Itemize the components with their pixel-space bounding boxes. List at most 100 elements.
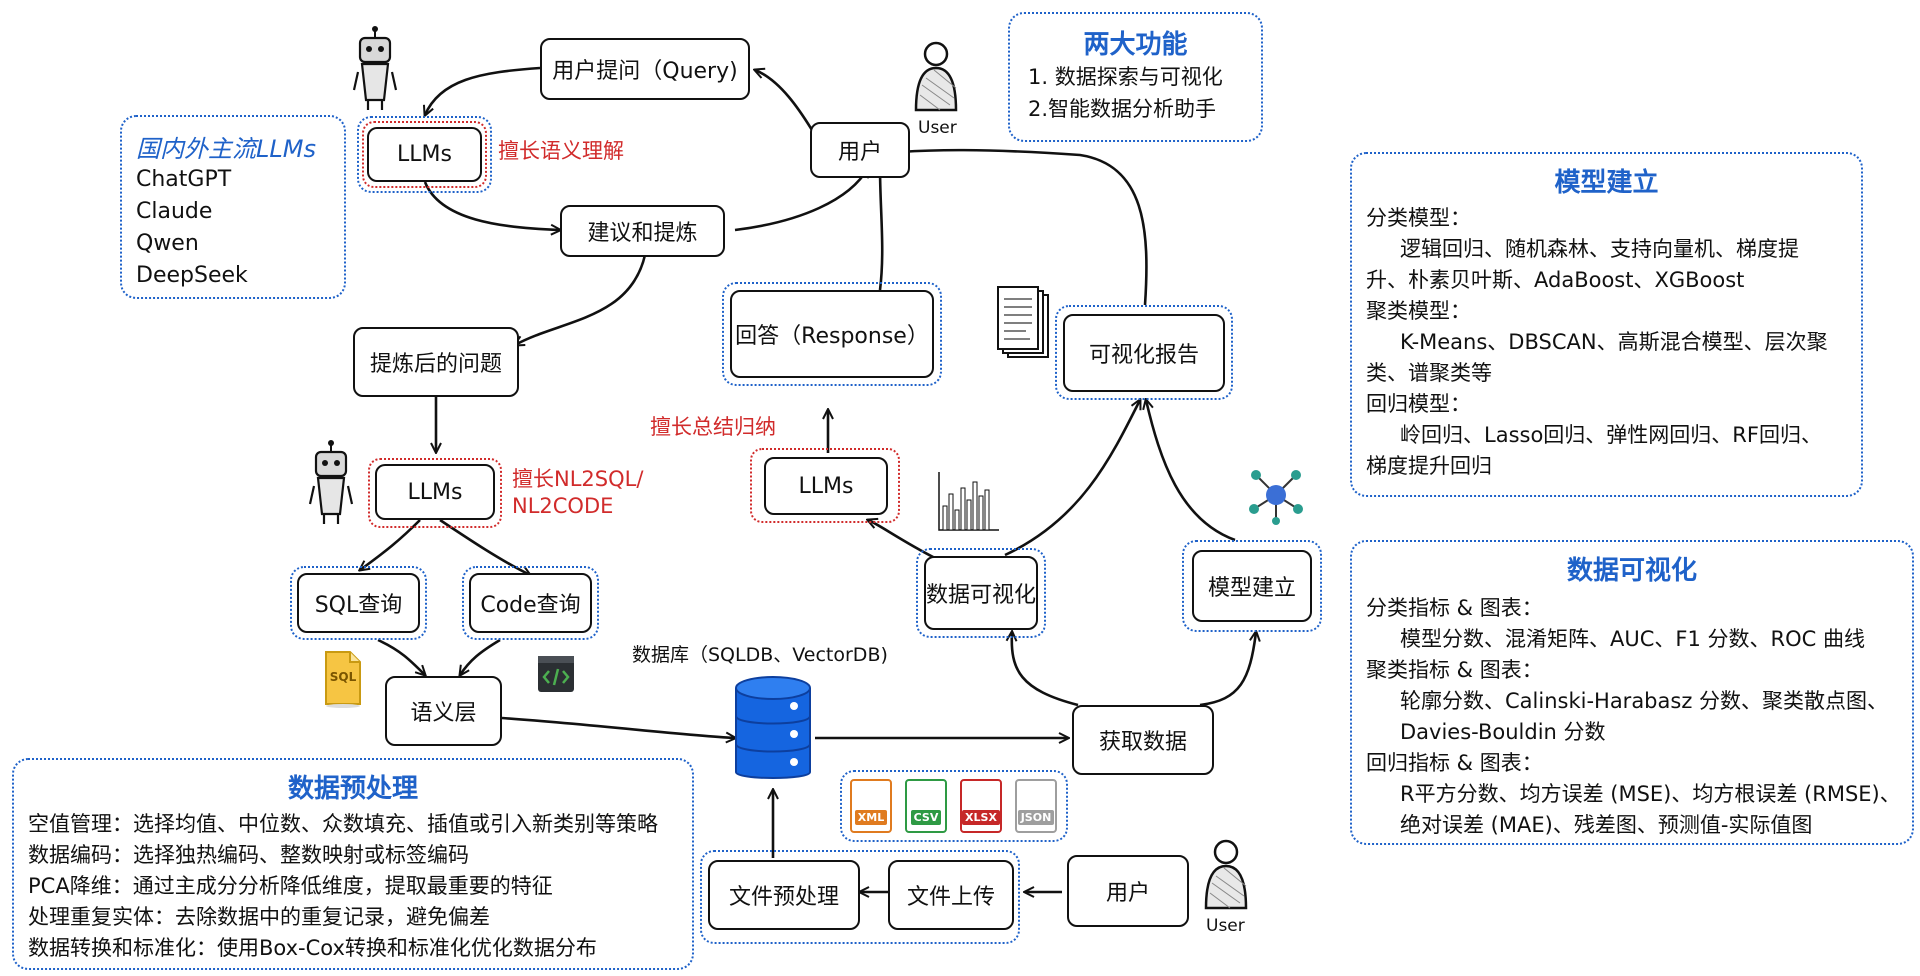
arrow-user-to-query [755, 70, 817, 136]
file-xml-icon: XML [850, 779, 892, 833]
file-xlsx-icon: XLSX [960, 779, 1002, 833]
ring-report [1055, 305, 1233, 400]
panel-line: 分类模型： [1366, 206, 1471, 230]
arrow-suggest-to-refined [515, 254, 647, 345]
llms-item: Claude [136, 199, 213, 224]
llms-item: ChatGPT [136, 167, 232, 192]
functions-panel: 两大功能 1. 数据探索与可视化 2.智能数据分析助手 [1008, 12, 1263, 142]
llms-panel-title: 国内外主流LLMs [136, 135, 316, 163]
model-node[interactable]: 模型建立 [1192, 550, 1312, 622]
file-preprocess-node[interactable]: 文件预处理 [708, 860, 860, 930]
preprocess-panel-title: 数据预处理 [287, 774, 418, 804]
code-terminal-icon [538, 656, 574, 692]
fetch-node[interactable]: 获取数据 [1072, 705, 1214, 775]
model-panel-lines: 分类模型： 逻辑回归、随机森林、支持向量机、梯度提升、朴素贝叶斯、AdaBoost… [1366, 203, 1847, 482]
arrow-code-to-semantic [460, 638, 501, 675]
panel-line: 处理重复实体：去除数据中的重复记录，避免偏差 [28, 905, 490, 929]
file-type-label: CSV [910, 810, 942, 825]
suggest-node[interactable]: 建议和提炼 [560, 205, 725, 257]
user-label-bottom: User [1206, 916, 1245, 936]
panel-line: R平方分数、均方误差 (MSE)、均方根误差 (RMSE)、 [1400, 782, 1901, 806]
llms-panel: 国内外主流LLMs ChatGPT Claude Qwen DeepSeek [120, 115, 346, 299]
file-type-label: XLSX [962, 810, 1000, 825]
ring-llms-top [357, 116, 492, 193]
arrow-sql-to-semantic [377, 638, 425, 675]
arrow-suggest-to-user [734, 168, 868, 232]
model-panel: 模型建立 分类模型： 逻辑回归、随机森林、支持向量机、梯度提升、朴素贝叶斯、Ada… [1350, 152, 1863, 497]
robot-icon [352, 26, 398, 110]
ring-response [722, 282, 942, 386]
panel-line: 分类指标 & 图表： [1366, 596, 1543, 620]
file-csv-icon: CSV [905, 779, 947, 833]
refined-node[interactable]: 提炼后的问题 [353, 327, 519, 397]
panel-line: 岭回归、Lasso回归、弹性网回归、RF回归、 [1400, 423, 1822, 447]
dataviz-node[interactable]: 数据可视化 [924, 556, 1038, 630]
database-label: 数据库（SQLDB、VectorDB) [632, 644, 888, 666]
panel-line: Davies-Bouldin 分数 [1400, 720, 1606, 744]
panel-line: PCA降维：通过主成分分析降低维度，提取最重要的特征 [28, 874, 553, 898]
llms-item: DeepSeek [136, 263, 248, 288]
semantic-skill-note: 擅长语义理解 [498, 139, 624, 163]
arrow-semantic-to-db [501, 716, 735, 738]
sql-file-label: SQL [329, 670, 357, 684]
arrow-dataviz-to-report [1004, 400, 1140, 557]
nl2sql-note-line1: 擅长NL2SQL/ [512, 467, 644, 491]
panel-line: 空值管理：选择均值、中位数、众数填充、插值或引入新类别等策略 [28, 812, 658, 836]
function-item: 1. 数据探索与可视化 [1028, 65, 1223, 89]
panel-line: 模型分数、混淆矩阵、AUC、F1 分数、ROC 曲线 [1400, 627, 1865, 651]
arrow-response-to-user [880, 168, 882, 291]
functions-panel-title: 两大功能 [1083, 30, 1188, 60]
panel-line: 梯度提升回归 [1366, 454, 1492, 478]
database-icon [735, 676, 811, 779]
response-node[interactable]: 回答（Response） [730, 290, 934, 378]
bar-chart-icon [938, 472, 999, 531]
sql-file-icon: SQL [322, 650, 364, 708]
panel-line: 类、谱聚类等 [1366, 361, 1492, 385]
file-types-box [840, 770, 1068, 842]
llms-resp-node[interactable]: LLMs [764, 457, 888, 515]
ring-llms-resp [750, 448, 900, 523]
query-node[interactable]: 用户提问（Query) [540, 38, 750, 100]
panel-line: 轮廓分数、Calinski-Harabasz 分数、聚类散点图、 [1400, 689, 1889, 713]
panel-line: 升、朴素贝叶斯、AdaBoost、XGBoost [1366, 268, 1745, 292]
sql-query-node[interactable]: SQL查询 [297, 573, 420, 633]
nl2sql-note-line2: NL2CODE [512, 494, 614, 518]
panel-line: 回归模型： [1366, 392, 1471, 416]
panel-line: 数据转换和标准化：使用Box-Cox转换和标准化优化数据分布 [28, 936, 597, 960]
panel-line: K-Means、DBSCAN、高斯混合模型、层次聚 [1400, 330, 1828, 354]
summarize-note: 擅长总结归纳 [650, 415, 776, 439]
llms-mid-node[interactable]: LLMs [375, 464, 495, 520]
network-graph-icon [1249, 470, 1303, 525]
arrow-llms-to-sql [360, 519, 421, 570]
arrow-report-to-user [900, 150, 1148, 306]
ring-upload [700, 850, 1020, 944]
ring-dataviz [916, 548, 1046, 638]
preprocess-panel-lines: 空值管理：选择均值、中位数、众数填充、插值或引入新类别等策略数据编码：选择独热编… [28, 809, 678, 964]
ring-llms-top-red [362, 121, 487, 188]
file-upload-node[interactable]: 文件上传 [888, 860, 1014, 930]
user-person-icon [914, 41, 958, 112]
user-top-node[interactable]: 用户 [810, 122, 910, 178]
viz-panel-title: 数据可视化 [1566, 556, 1697, 586]
file-type-label: XML [854, 810, 888, 825]
ring-code [462, 566, 599, 640]
viz-panel-lines: 分类指标 & 图表： 模型分数、混淆矩阵、AUC、F1 分数、ROC 曲线聚类指标… [1366, 593, 1901, 841]
arrow-fetch-to-model [1199, 632, 1256, 707]
semantic-layer-node[interactable]: 语义层 [385, 676, 502, 746]
llms-top-node[interactable]: LLMs [367, 127, 482, 182]
report-node[interactable]: 可视化报告 [1063, 314, 1225, 392]
user-person-icon [1204, 839, 1248, 910]
panel-line: 逻辑回归、随机森林、支持向量机、梯度提 [1400, 237, 1799, 261]
robot-icon [308, 440, 354, 524]
panel-line: 绝对误差 (MAE)、残差图、预测值-实际值图 [1400, 813, 1813, 837]
user-bottom-node[interactable]: 用户 [1067, 855, 1189, 927]
arrow-fetch-to-dataviz [1012, 632, 1079, 707]
code-query-node[interactable]: Code查询 [469, 573, 592, 633]
panel-line: 聚类指标 & 图表： [1366, 658, 1543, 682]
file-type-label: JSON [1017, 810, 1055, 825]
model-panel-title: 模型建立 [1554, 168, 1659, 198]
user-label-top: User [918, 118, 957, 138]
viz-panel: 数据可视化 分类指标 & 图表： 模型分数、混淆矩阵、AUC、F1 分数、ROC … [1350, 540, 1914, 845]
llms-item: Qwen [136, 231, 199, 256]
